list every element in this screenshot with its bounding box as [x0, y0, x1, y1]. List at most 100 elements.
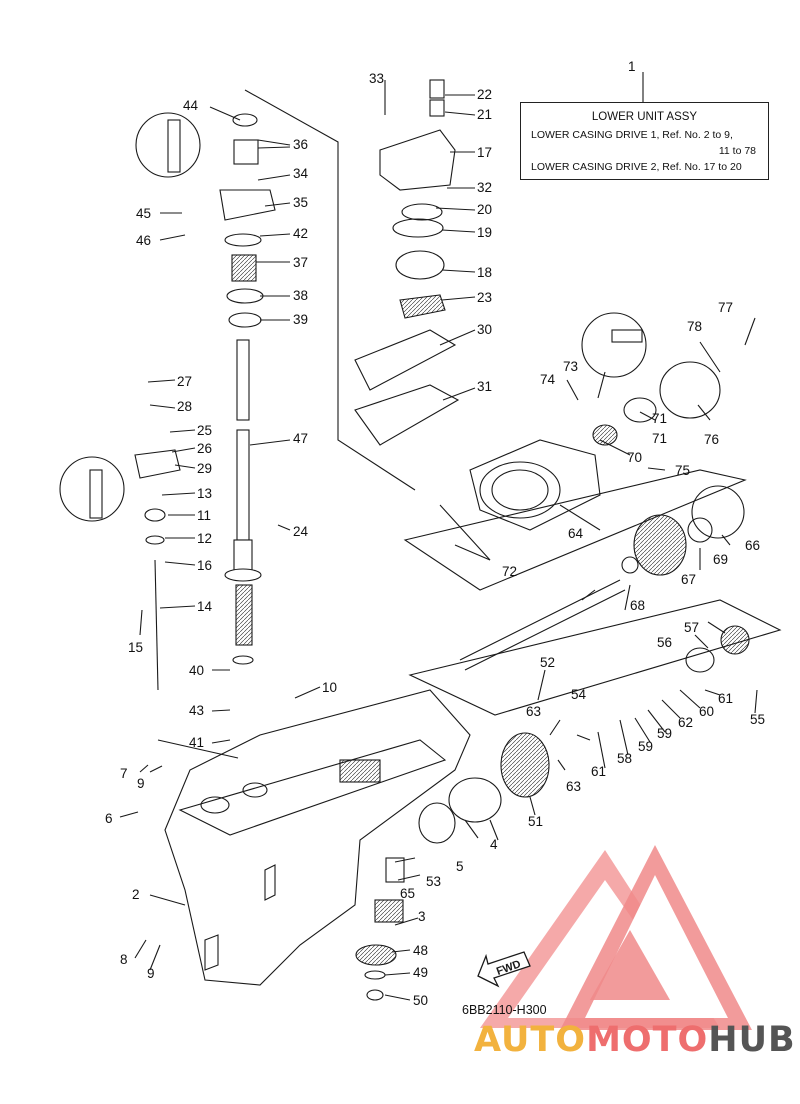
lower-casing-part — [164, 689, 471, 986]
callout-45: 45 — [136, 206, 152, 221]
callout-62: 62 — [678, 715, 694, 730]
callout-29: 29 — [197, 461, 213, 476]
watermark-logo — [480, 845, 752, 1030]
callout-31: 31 — [477, 379, 493, 394]
callout-68: 68 — [630, 598, 646, 613]
legend-line-1-continued: 11 to 78 — [718, 145, 756, 157]
inset-circles — [59, 112, 647, 522]
callout-13: 13 — [197, 486, 213, 501]
callout-65: 65 — [400, 886, 416, 901]
callout-78: 78 — [687, 319, 703, 334]
legend-box: LOWER UNIT ASSY LOWER CASING DRIVE 1, Re… — [520, 102, 769, 180]
callout-71-upper: 71 — [652, 411, 668, 426]
callout-23: 23 — [477, 290, 493, 305]
callout-59-a: 59 — [638, 739, 654, 754]
propeller-shaft-assembly — [418, 361, 750, 844]
callout-58: 58 — [617, 751, 633, 766]
callout-42: 42 — [293, 226, 309, 241]
boundary-lines — [157, 89, 782, 759]
watermark-hub: HUB — [708, 1020, 796, 1060]
driveshaft-part — [224, 339, 262, 665]
callout-18: 18 — [477, 265, 493, 280]
callout-36: 36 — [293, 137, 309, 152]
callout-26: 26 — [197, 441, 213, 456]
callout-69: 69 — [713, 552, 729, 567]
callout-6: 6 — [105, 811, 113, 826]
callout-57: 57 — [684, 620, 700, 635]
callout-50: 50 — [413, 993, 429, 1008]
legend-line-1: LOWER CASING DRIVE 1, Ref. No. 2 to 9, — [531, 129, 733, 141]
watermark-moto: MOTO — [586, 1020, 709, 1060]
callout-61-right: 61 — [718, 691, 734, 706]
callout-24: 24 — [293, 524, 309, 539]
callout-77: 77 — [718, 300, 734, 315]
callout-56: 56 — [657, 635, 673, 650]
callout-28: 28 — [177, 399, 193, 414]
callout-22: 22 — [477, 87, 493, 102]
callout-30: 30 — [477, 322, 493, 337]
watermark-text: AUTOMOTOHUB — [474, 1020, 796, 1060]
callout-7: 7 — [120, 766, 128, 781]
callout-40: 40 — [189, 663, 205, 678]
callout-76: 76 — [704, 432, 720, 447]
callout-49: 49 — [413, 965, 429, 980]
callout-8: 8 — [120, 952, 128, 967]
callout-33: 33 — [369, 71, 385, 86]
callout-41: 41 — [189, 735, 205, 750]
callout-61-left: 61 — [591, 764, 607, 779]
callout-43: 43 — [189, 703, 205, 718]
shift-rod-parts — [134, 449, 181, 691]
callout-4: 4 — [490, 837, 498, 852]
callout-35: 35 — [293, 195, 309, 210]
callout-38: 38 — [293, 288, 309, 303]
callout-60: 60 — [699, 704, 715, 719]
callout-16: 16 — [197, 558, 213, 573]
legend-number: 1 — [628, 59, 636, 74]
callout-52: 52 — [540, 655, 556, 670]
callout-53: 53 — [426, 874, 442, 889]
callout-34: 34 — [293, 166, 309, 181]
callout-63-lower: 63 — [566, 779, 582, 794]
callout-47: 47 — [293, 431, 309, 446]
callout-67: 67 — [681, 572, 697, 587]
callout-10: 10 — [322, 680, 338, 695]
pinion-gear-parts — [355, 857, 405, 1001]
callout-15: 15 — [128, 640, 144, 655]
forward-arrow-icon: FWD — [477, 951, 531, 988]
callout-3: 3 — [418, 909, 426, 924]
callout-55: 55 — [750, 712, 766, 727]
callout-27: 27 — [177, 374, 193, 389]
callout-64: 64 — [568, 526, 584, 541]
callout-12: 12 — [197, 531, 213, 546]
callout-19: 19 — [477, 225, 493, 240]
callout-73: 73 — [563, 359, 579, 374]
callout-9-upper: 9 — [137, 776, 145, 791]
callout-59-b: 59 — [657, 726, 673, 741]
callout-75: 75 — [675, 463, 691, 478]
callout-51: 51 — [528, 814, 544, 829]
callout-17: 17 — [477, 145, 493, 160]
callout-2: 2 — [132, 887, 140, 902]
callout-25: 25 — [197, 423, 213, 438]
callout-71-lower: 71 — [652, 431, 668, 446]
callout-63-upper: 63 — [526, 704, 542, 719]
callout-21: 21 — [477, 107, 493, 122]
callout-72: 72 — [502, 564, 518, 579]
callout-32: 32 — [477, 180, 493, 195]
callout-37: 37 — [293, 255, 309, 270]
upper-bearing-stack — [219, 113, 276, 328]
leader-lines — [119, 72, 758, 1001]
callout-54: 54 — [571, 687, 587, 702]
callout-70: 70 — [627, 450, 643, 465]
callout-39: 39 — [293, 312, 309, 327]
legend-title: LOWER UNIT ASSY — [591, 111, 698, 123]
callout-66: 66 — [745, 538, 761, 553]
callout-20: 20 — [477, 202, 493, 217]
callout-11: 11 — [197, 508, 212, 523]
legend-line-2: LOWER CASING DRIVE 2, Ref. No. 17 to 20 — [531, 161, 742, 173]
callout-44: 44 — [183, 98, 199, 113]
callout-48: 48 — [413, 943, 429, 958]
callout-9-lower: 9 — [147, 966, 155, 981]
